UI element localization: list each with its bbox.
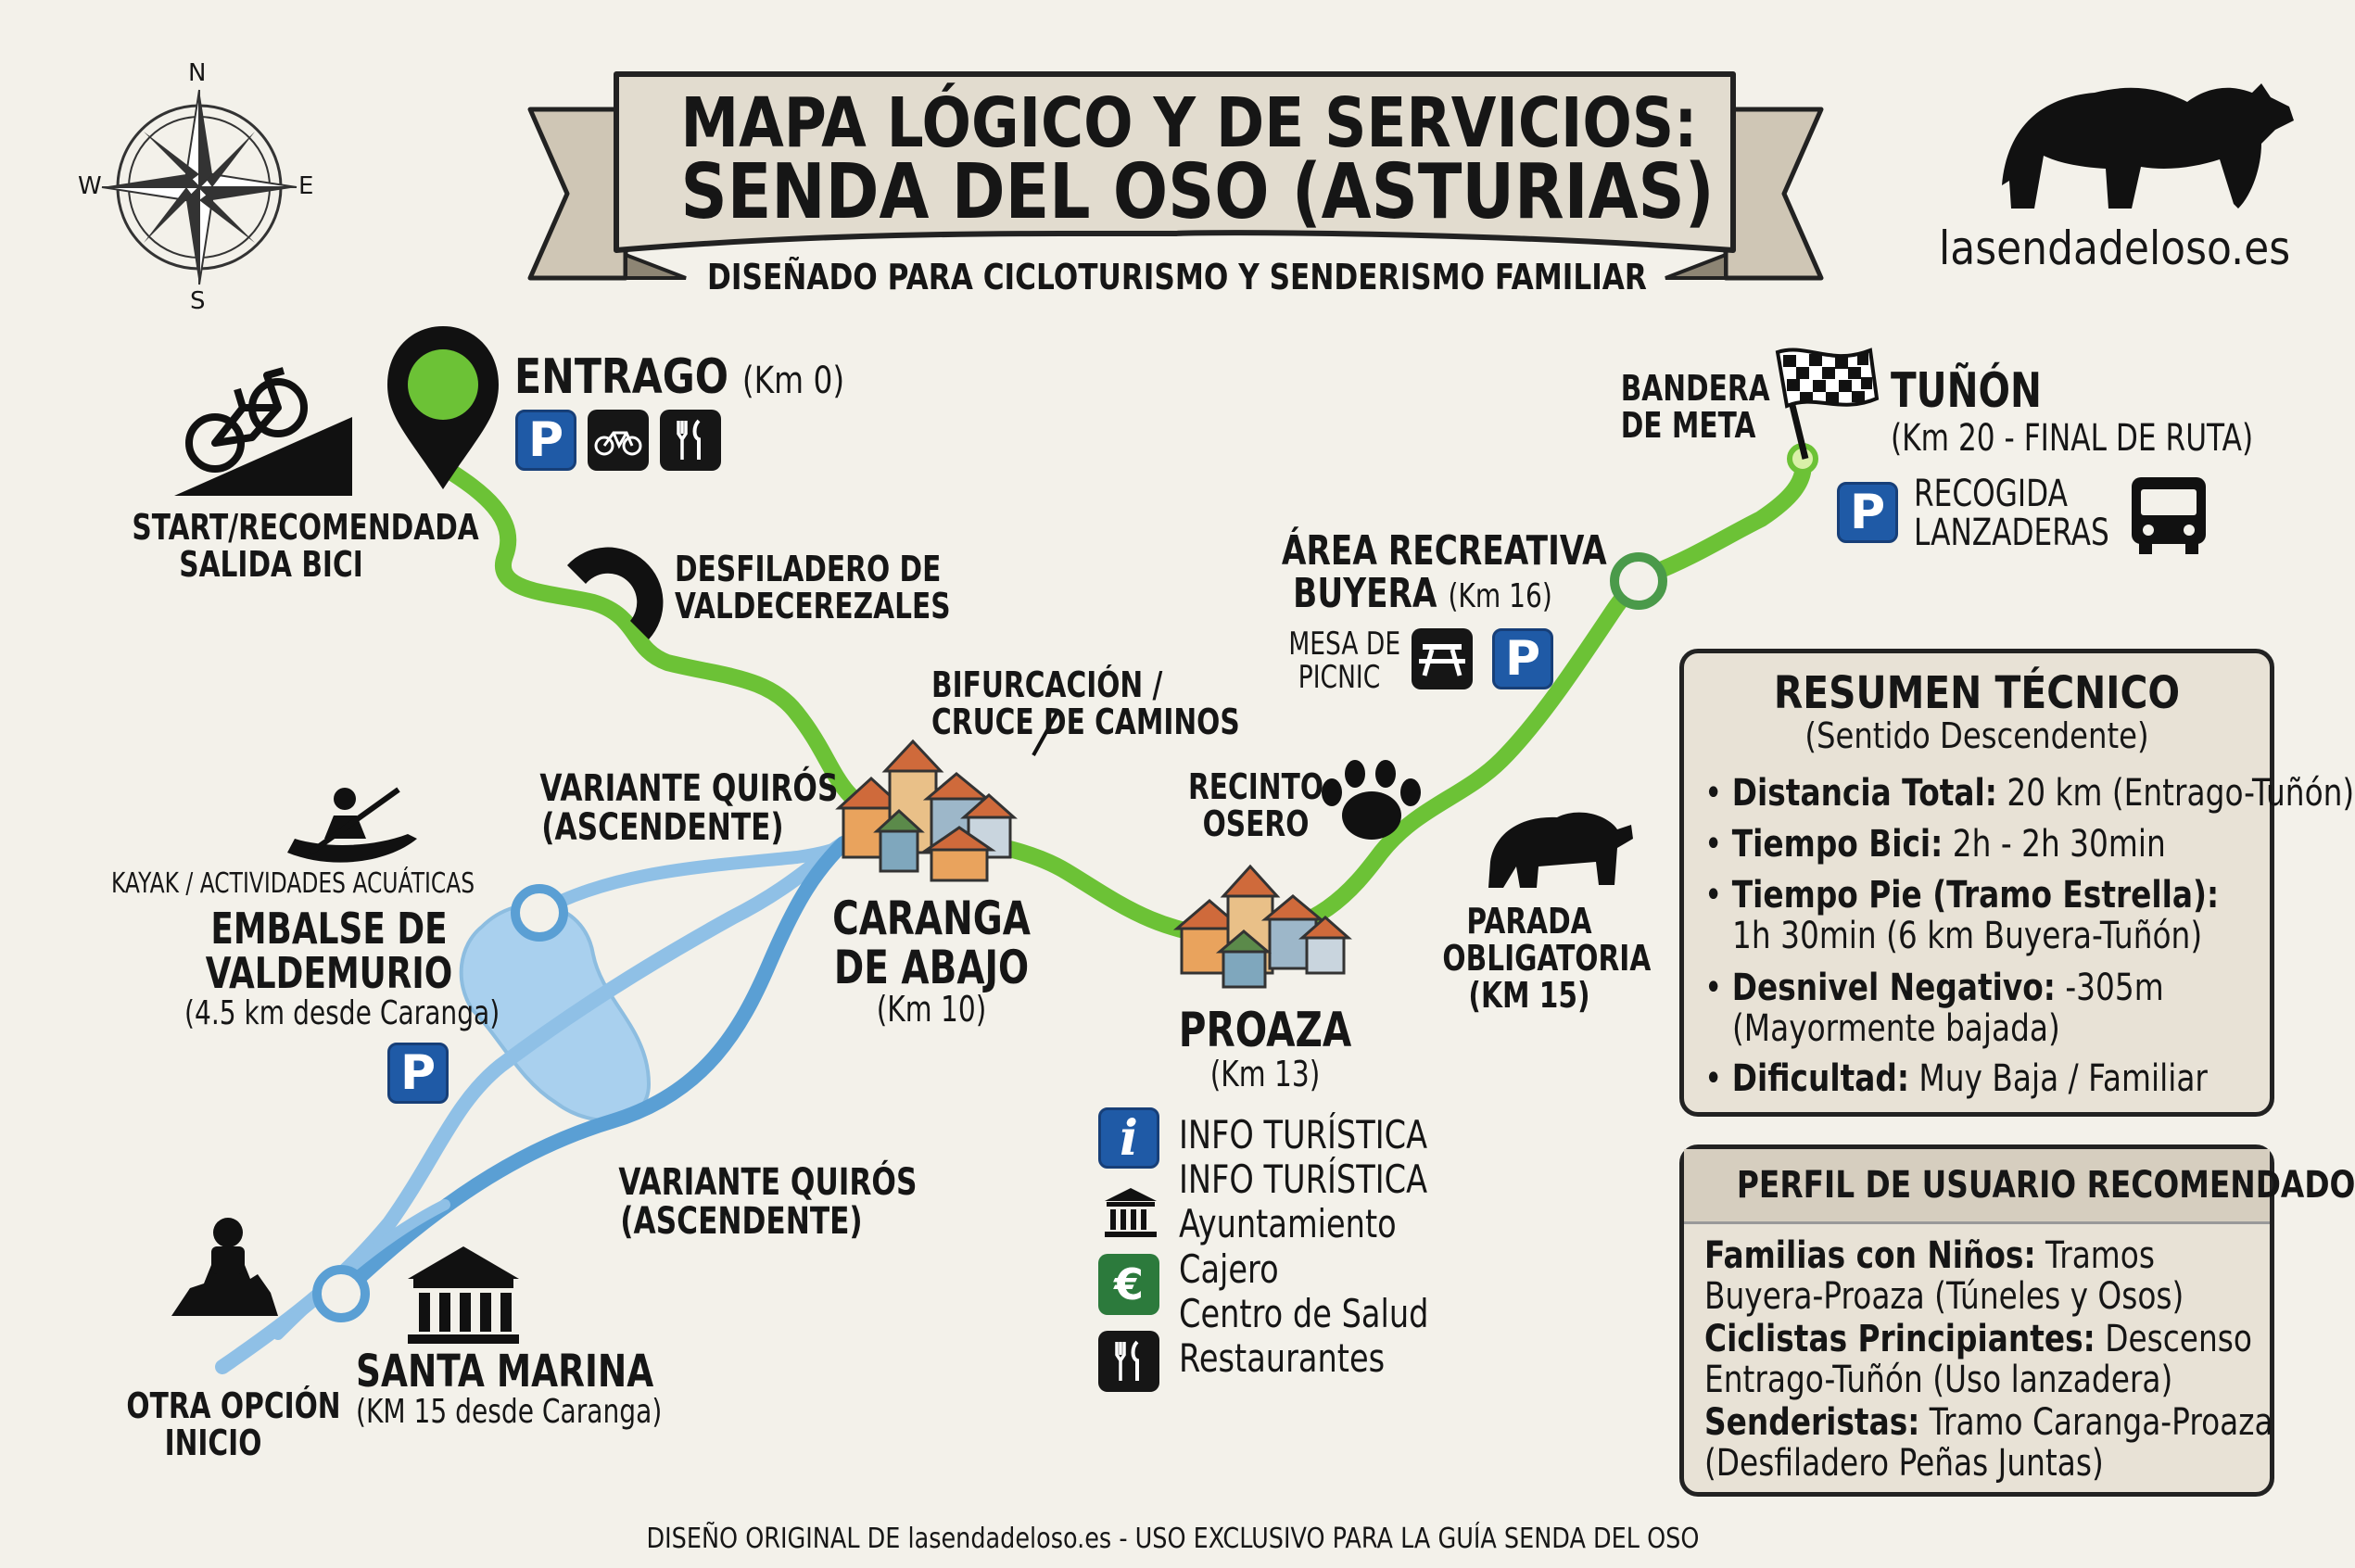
embalse-parking-icon: P xyxy=(387,1043,449,1104)
buyera-parking-icon: P xyxy=(1492,628,1553,689)
santa-marina-label: SANTA MARINA (KM 15 desde Caranga) xyxy=(356,1346,663,1432)
summary-title: RESUMEN TÉCNICO xyxy=(1773,667,2181,719)
entrago-label: ENTRAGO (Km 0) xyxy=(514,349,845,405)
summary-elevation-note: (Mayormente bajada) xyxy=(1732,1007,2060,1050)
profile-familias-detail: Buyera-Proaza (Túneles y Osos) xyxy=(1704,1275,2184,1318)
service-centro-salud: Centro de Salud xyxy=(1179,1291,1429,1336)
summary-bike-time: • Tiempo Bici: 2h - 2h 30min xyxy=(1704,823,2166,866)
tunon-sublabel: (Km 20 - FINAL DE RUTA) xyxy=(1891,417,2254,460)
entrago-bike-rental-icon xyxy=(588,410,649,471)
variante-upper-label: VARIANTE QUIRÓS(ASCENDENTE) xyxy=(539,767,839,849)
compass-n-label: N xyxy=(188,59,207,87)
node-valdemurio xyxy=(511,884,568,942)
page-title-line-2: SENDA DEL OSO (ASTURIAS) xyxy=(680,148,1715,236)
bike-slope-icon xyxy=(174,367,352,496)
santa-marina-monument-icon xyxy=(408,1246,519,1344)
profile-familias: Familias con Niños: Tramos xyxy=(1704,1234,2155,1277)
tunnel-icon xyxy=(567,547,664,639)
node-santa-marina xyxy=(312,1265,370,1322)
profile-header-band xyxy=(1684,1149,2270,1224)
entrago-pin-icon xyxy=(387,326,499,489)
compass-e-label: E xyxy=(298,172,314,200)
profile-ciclistas-detail: Entrago-Tuñón (Uso lanzadera) xyxy=(1704,1359,2173,1401)
kayak-icon xyxy=(287,787,417,863)
proaza-label: PROAZA (Km 13) xyxy=(1178,1003,1352,1094)
tunon-label: TUÑÓN xyxy=(1891,363,2042,419)
entrago-parking-icon: P xyxy=(515,410,576,471)
variant-route-main xyxy=(336,836,851,1300)
compass-w-label: W xyxy=(78,172,102,200)
service-info-1: INFO TURÍSTICA xyxy=(1179,1112,1428,1157)
user-profile-panel: PERFIL DE USUARIO RECOMENDADO Familias c… xyxy=(1679,1144,2355,1497)
bifurcacion-label: BIFURCACIÓN /CRUCE DE CAMINOS xyxy=(931,664,1240,742)
info-icon: i xyxy=(1098,1107,1159,1169)
service-cajero: Cajero xyxy=(1179,1246,1279,1292)
summary-subtitle: (Sentido Descendente) xyxy=(1804,715,2149,756)
bus-icon xyxy=(2132,477,2206,554)
compass-s-label: S xyxy=(190,287,206,315)
entrago-restaurant-icon xyxy=(660,410,721,471)
technical-summary-panel: RESUMEN TÉCNICO (Sentido Descendente) • … xyxy=(1679,649,2354,1117)
picnic-table-icon xyxy=(1412,628,1473,689)
profile-senderistas: Senderistas: Tramo Caranga-Proaza xyxy=(1704,1401,2273,1444)
proaza-village-icon xyxy=(1172,864,1352,989)
page-subtitle: DISEÑADO PARA CICLOTURISMO Y SENDERISMO … xyxy=(707,257,1647,297)
footer-credit: DISEÑO ORIGINAL DE lasendadeloso.es - US… xyxy=(646,1523,1700,1555)
summary-difficulty: • Dificultad: Muy Baja / Familiar xyxy=(1704,1057,2208,1100)
title-ribbon xyxy=(527,71,1824,281)
service-restaurantes: Restaurantes xyxy=(1179,1335,1386,1381)
profile-ciclistas: Ciclistas Principiantes: Descenso xyxy=(1704,1318,2252,1360)
compass-rose-icon xyxy=(101,89,298,285)
brand-logo-text[interactable]: lasendadeloso.es xyxy=(1939,221,2291,275)
summary-walk-time-value: 1h 30min (6 km Buyera-Tuñón) xyxy=(1732,915,2203,957)
area-recreativa-label: ÁREA RECREATIVA BUYERA (Km 16) xyxy=(1281,527,1607,618)
summary-distance: • Distancia Total: 20 km (Entrago-Tuñón) xyxy=(1704,772,2355,815)
paw-print-icon xyxy=(1322,760,1421,840)
town-hall-icon xyxy=(1105,1186,1157,1244)
service-info-2: INFO TURÍSTICA xyxy=(1179,1157,1428,1202)
summary-elevation: • Desnivel Negativo: -305m xyxy=(1704,967,2164,1009)
tunon-parking-icon: P xyxy=(1837,482,1898,543)
page-title-line-1: MAPA LÓGICO Y DE SERVICIOS: xyxy=(680,83,1698,163)
bifurcacion-pointer xyxy=(1032,713,1058,756)
bear-logo-icon xyxy=(2002,83,2294,209)
checkered-flag-icon xyxy=(1775,348,1880,460)
variant-route-upper xyxy=(531,839,850,919)
summary-walk-time: • Tiempo Pie (Tramo Estrella): xyxy=(1704,874,2220,917)
kayak-label: KAYAK / ACTIVIDADES ACUÁTICAS xyxy=(111,867,475,900)
service-ayuntamiento: Ayuntamiento xyxy=(1179,1201,1397,1246)
hiker-icon xyxy=(171,1218,278,1316)
variante-lower-label: VARIANTE QUIRÓS(ASCENDENTE) xyxy=(618,1161,918,1243)
node-buyera xyxy=(1610,552,1667,610)
euro-atm-icon: € xyxy=(1098,1254,1159,1315)
bear-small-icon xyxy=(1488,812,1633,888)
restaurant-icon xyxy=(1098,1331,1159,1392)
caranga-village-icon xyxy=(835,739,1018,882)
variant-route-inner xyxy=(272,1199,450,1340)
profile-senderistas-detail: (Desfiladero Peñas Juntas) xyxy=(1704,1442,2104,1485)
profile-title: PERFIL DE USUARIO RECOMENDADO xyxy=(1736,1164,2355,1207)
